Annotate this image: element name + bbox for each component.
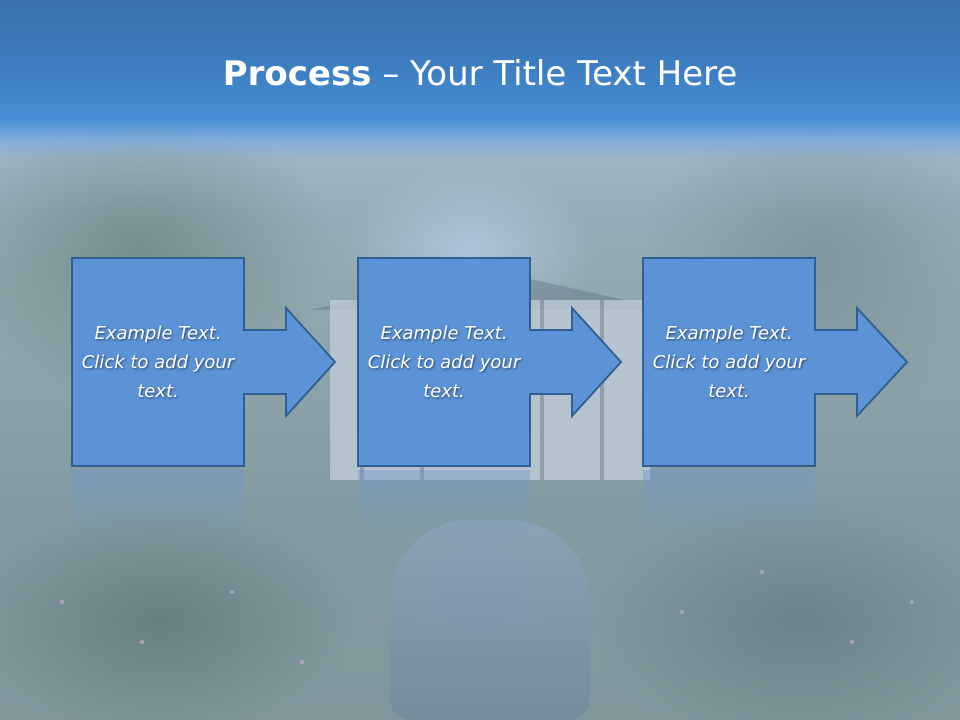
process-step-3[interactable]: Example Text. Click to add your text. (641, 256, 909, 468)
step-reflection (358, 470, 530, 540)
step-reflection (72, 470, 244, 540)
step-arrow-shape (71, 257, 337, 467)
title-bold: Process (222, 54, 372, 94)
title-bar: Process – Your Title Text Here (0, 0, 960, 160)
title-rest: – Your Title Text Here (371, 54, 738, 94)
step-reflection (643, 470, 815, 540)
slide-title[interactable]: Process – Your Title Text Here (0, 52, 960, 96)
step-arrow-shape (357, 257, 623, 467)
process-step-2[interactable]: Example Text. Click to add your text. (356, 256, 623, 468)
step-arrow-shape (642, 257, 909, 467)
step-text[interactable]: Example Text. Click to add your text. (367, 322, 521, 402)
step-text[interactable]: Example Text. Click to add your text. (652, 322, 806, 402)
step-text[interactable]: Example Text. Click to add your text. (81, 322, 235, 402)
process-step-1[interactable]: Example Text. Click to add your text. (70, 256, 337, 468)
